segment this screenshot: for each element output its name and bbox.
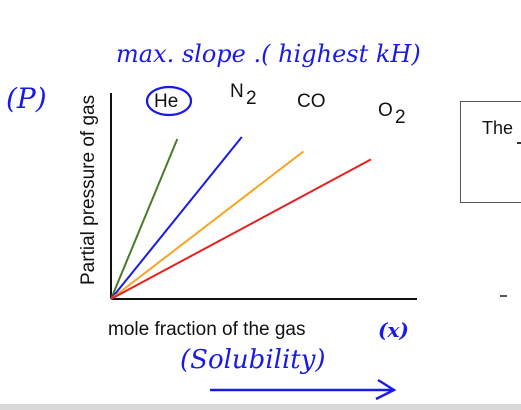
series-label-n2: N [230, 81, 244, 102]
y-axis-label: Partial pressure of gas [78, 95, 99, 285]
cutoff-panel: The [460, 101, 521, 203]
solubility-annotation: (Solubility) [180, 345, 326, 375]
series-label-o2-subscript: 2 [395, 107, 406, 128]
series-label-he: He [154, 91, 178, 112]
cutoff-panel-mark [517, 142, 521, 144]
cutoff-panel-text: The [482, 118, 514, 138]
he-circle-annotation [145, 85, 193, 117]
series-line-co [110, 150, 305, 300]
series-label-co: CO [297, 91, 326, 112]
series-label-n2-subscript: 2 [246, 88, 257, 109]
slope-annotation: max. slope .( highest kH) [116, 40, 421, 68]
x-axis-label: mole fraction of the gas [108, 319, 306, 340]
x-annotation: (x) [378, 318, 409, 342]
series-line-he [110, 138, 179, 300]
series-line-n2 [110, 136, 243, 300]
bottom-scrollbar[interactable] [0, 404, 521, 410]
series-line-o2 [110, 158, 372, 300]
p-annotation: (P) [6, 82, 47, 115]
series-layer [110, 136, 372, 300]
arrow-head [375, 378, 397, 401]
series-label-o2: O [378, 100, 393, 121]
